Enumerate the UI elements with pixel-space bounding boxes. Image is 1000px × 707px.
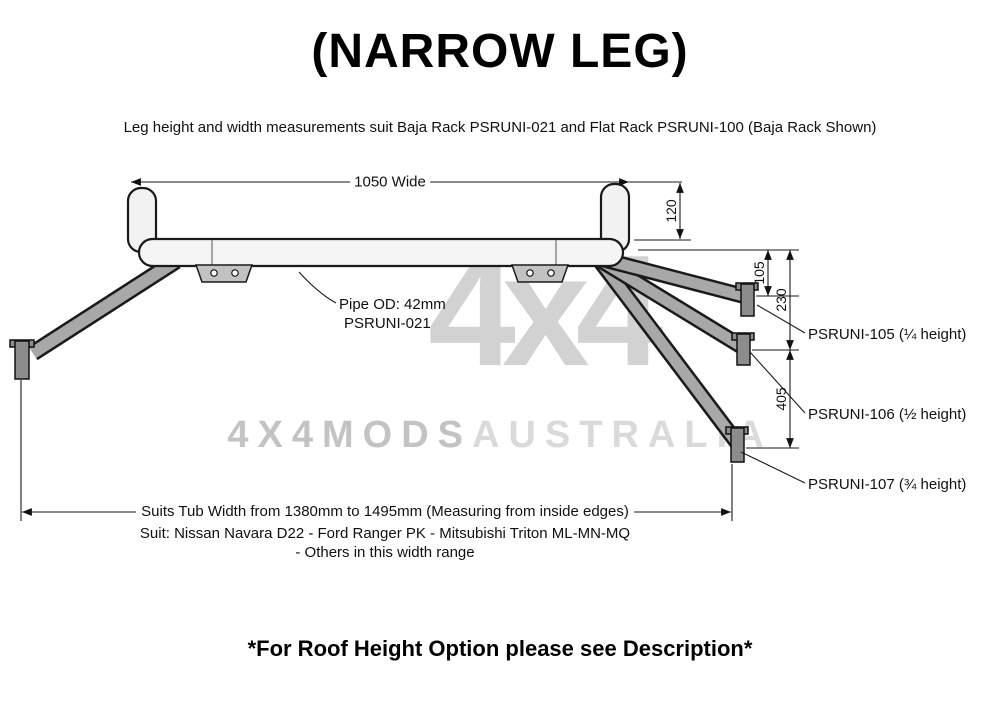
- label-psruni-105: PSRUNI-105 (¼ height): [808, 326, 967, 343]
- right-leg-struts: [593, 250, 751, 449]
- page-subtitle: Leg height and width measurements suit B…: [123, 119, 877, 136]
- roof-height-footer-note: *For Roof Height Option please see Descr…: [247, 636, 753, 661]
- main-tube: [137, 237, 625, 268]
- watermark-brand: 4X4MODSAUSTRALIA: [0, 416, 1000, 454]
- pipe-part-number: PSRUNI-021: [344, 315, 431, 332]
- dim-105-label: 105: [751, 261, 767, 285]
- pipe-od-note: Pipe OD: 42mm: [339, 296, 446, 313]
- foot-brackets: [9, 282, 759, 463]
- watermark-brand-left: 4X4MODS: [227, 414, 473, 456]
- width-range-note: - Others in this width range: [295, 544, 475, 561]
- vehicle-fit-note: Suit: Nissan Navara D22 - Ford Ranger PK…: [139, 525, 631, 542]
- left-leg-strut: [28, 253, 181, 361]
- tub-width-note-row: Suits Tub Width from 1380mm to 1495mm (M…: [0, 503, 770, 520]
- dim-230-label: 230: [773, 288, 789, 312]
- dim-120-label: 120: [663, 199, 679, 223]
- label-psruni-106: PSRUNI-106 (½ height): [808, 406, 967, 423]
- tub-width-note: Suits Tub Width from 1380mm to 1495mm (M…: [136, 503, 634, 520]
- mounting-plates: [194, 264, 570, 283]
- dim-405-label: 405: [773, 387, 789, 411]
- label-psruni-107: PSRUNI-107 (¾ height): [808, 476, 967, 493]
- leader-lines: [298, 271, 806, 484]
- page-title: (NARROW LEG): [311, 25, 689, 78]
- dim-width-label: 1050 Wide: [350, 173, 430, 191]
